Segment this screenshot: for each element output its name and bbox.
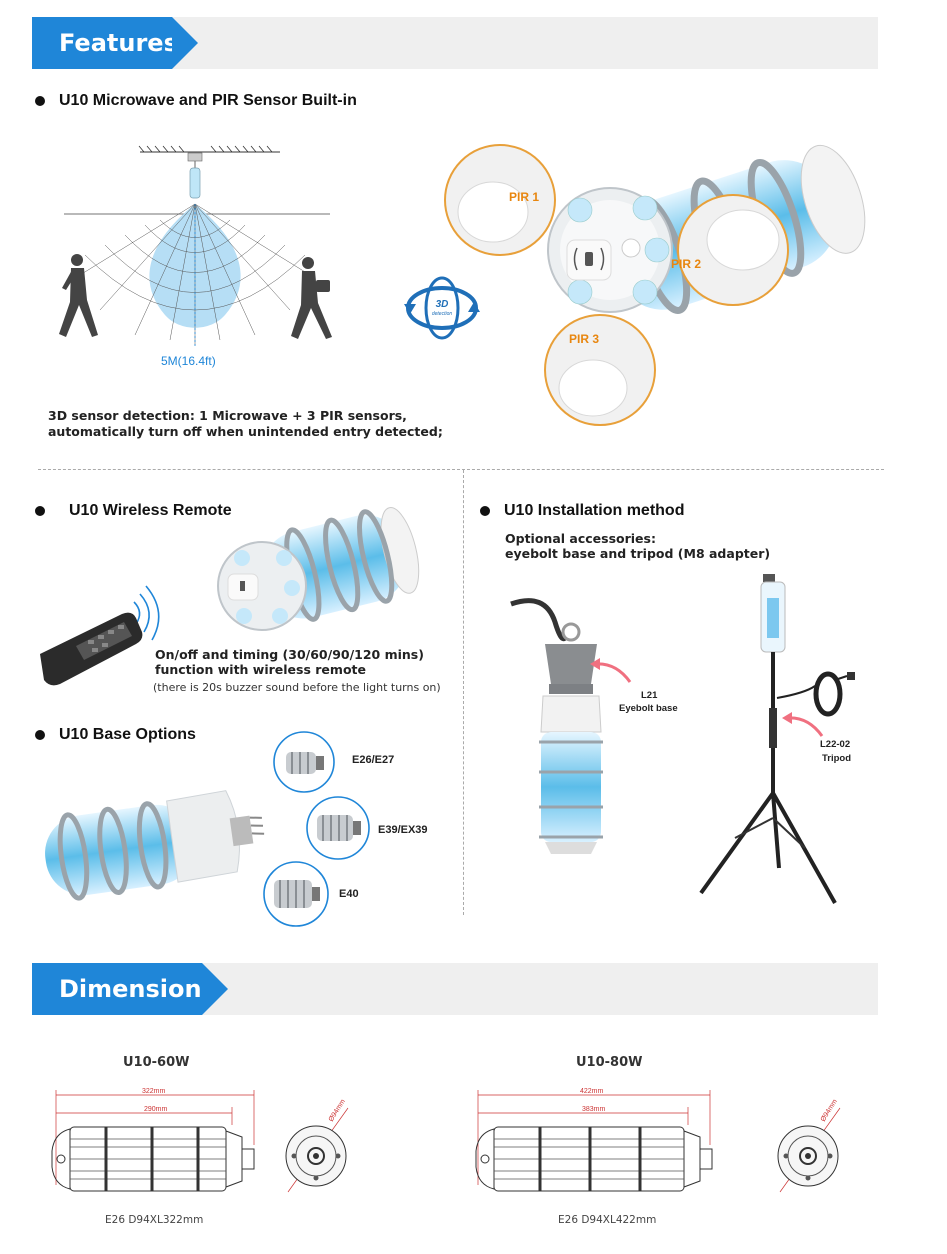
pir-1-label: PIR 1 [509,190,539,204]
remote-desc-line2: function with wireless remote [155,662,366,677]
sensor-desc-line2: automatically turn off when unintended e… [48,424,443,439]
sensor-heading: U10 Microwave and PIR Sensor Built-in [35,92,357,110]
install-heading: U10 Installation method [480,502,684,520]
tripod-arrow-icon [782,712,824,737]
dimension-caption-60w: E26 D94XL322mm [105,1214,204,1226]
diameter-80w: Ø94mm [820,1098,839,1123]
pir-3-label: PIR 3 [569,332,599,346]
dimensions-banner: Dimensions [32,963,878,1015]
tripod-code: L22-02 [820,739,851,750]
bullet-dot [480,506,490,516]
tripod-image [699,574,855,904]
range-label: 5M(16.4ft) [161,354,216,368]
overall-length-60w: 322mm [142,1088,166,1095]
bullet-dot [35,506,45,516]
remote-desc-line1: On/off and timing (30/60/90/120 mins) [155,647,424,662]
base-heading: U10 Base Options [35,726,196,744]
dimension-model-60w: U10-60W [123,1055,190,1070]
base-option-e39-image [306,796,370,860]
base-option-e26-image [273,731,335,793]
dimensions-title: Dimensions [32,963,228,1015]
bullet-dot [35,730,45,740]
remote-control-image [40,585,160,686]
section-divider-horizontal [38,469,884,470]
features-title: Features [32,17,198,69]
eyebolt-lamp-image [510,598,603,854]
remote-note: (there is 20s buzzer sound before the li… [153,681,441,694]
features-banner: Features [32,17,878,69]
body-length-80w: 383mm [582,1106,606,1113]
eyebolt-arrow-icon [590,658,632,683]
install-desc-line1: Optional accessories: [505,531,656,546]
body-length-60w: 290mm [144,1106,168,1113]
bullet-dot [35,96,45,106]
base-option-e39-label: E39/EX39 [378,824,428,836]
eyebolt-name: Eyebolt base [619,703,678,714]
diameter-60w: Ø94mm [328,1098,347,1123]
3d-detection-icon: 3D detection [404,276,480,340]
sensor-lamp-image: PIR 1 PIR 2 PIR 3 [444,144,866,426]
end-view-80w: Ø94mm [777,1098,841,1193]
dimension-drawing-80w: 422mm 383mm [475,1088,713,1192]
end-view-60w: Ø94mm [285,1098,349,1193]
tripod-name: Tripod [822,753,852,764]
badge-line2: detection [432,311,453,317]
base-option-e40-label: E40 [339,888,359,900]
badge-line1: 3D [436,299,449,310]
dimension-drawing-60w: 322mm 290mm [51,1088,255,1192]
base-option-e26-label: E26/E27 [352,754,395,766]
base-option-e40-image [263,861,329,927]
dimension-caption-80w: E26 D94XL422mm [558,1214,657,1226]
dimension-model-80w: U10-80W [576,1055,643,1070]
remote-heading: U10 Wireless Remote [35,502,232,520]
sensor-desc-line1: 3D sensor detection: 1 Microwave + 3 PIR… [48,408,407,423]
pir-2-label: PIR 2 [671,257,701,271]
overall-length-80w: 422mm [580,1088,604,1095]
detection-diagram [59,145,332,346]
section-divider-vertical [463,470,464,915]
base-lamp-image [45,790,265,901]
eyebolt-code: L21 [641,690,658,701]
remote-lamp-image [217,507,420,631]
install-desc-line2: eyebolt base and tripod (M8 adapter) [505,546,771,561]
